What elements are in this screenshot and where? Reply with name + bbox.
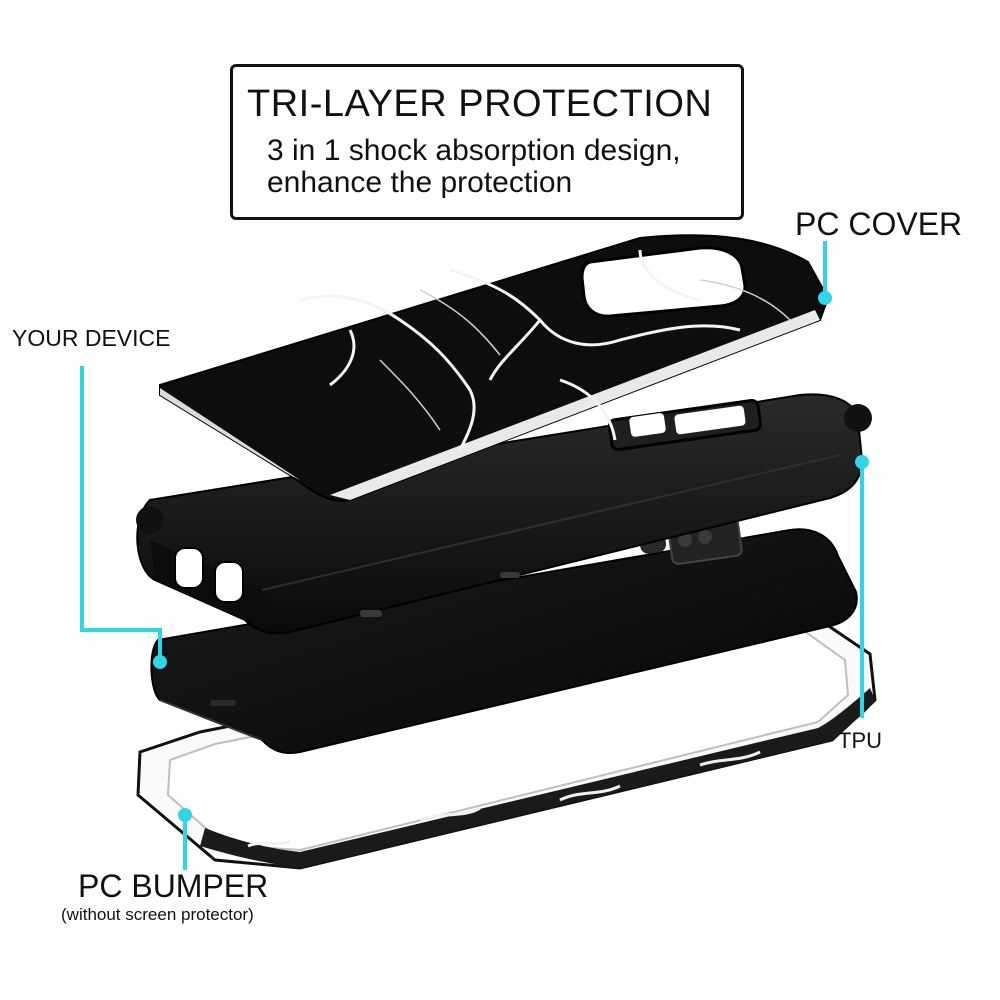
pc-bumper-label: PC BUMPER	[78, 868, 269, 904]
page-subtitle: 3 in 1 shock absorption design, enhance …	[267, 134, 681, 199]
your-device-leader	[80, 366, 162, 660]
your-device-pin	[153, 655, 167, 669]
pc-bumper-note: (without screen protector)	[61, 905, 254, 924]
tpu-sleeve	[136, 393, 872, 635]
title-box: TRI-LAYER PROTECTION 3 in 1 shock absorp…	[230, 64, 744, 220]
pc-cover-pin	[818, 291, 832, 305]
callout-lines	[80, 241, 869, 870]
tpu-label: TPU	[838, 728, 882, 753]
page-title: TRI-LAYER PROTECTION	[247, 83, 713, 125]
tpu-pin	[855, 455, 869, 469]
pc-bumper-frame	[136, 610, 877, 870]
pc-cover-shell	[159, 234, 830, 502]
your-device-label: YOUR DEVICE	[12, 325, 171, 351]
pc-cover-label: PC COVER	[795, 206, 963, 242]
pc-bumper-pin	[178, 808, 192, 822]
